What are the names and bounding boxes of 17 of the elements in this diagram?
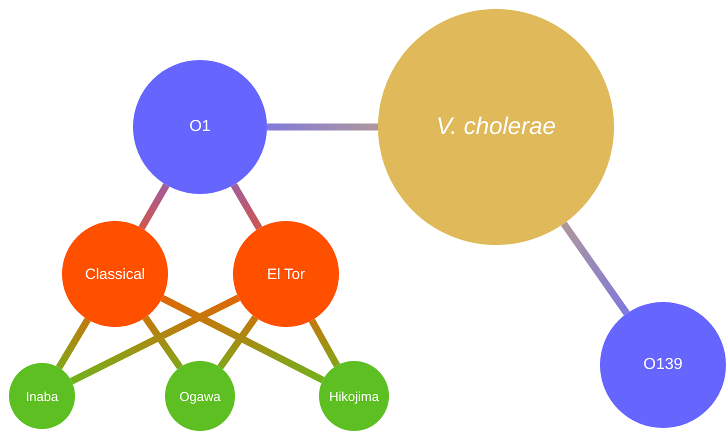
connector: [142, 315, 183, 370]
node-label: O139: [643, 356, 683, 374]
connector: [308, 318, 340, 368]
circle-node: [319, 361, 389, 431]
node-label: Classical: [84, 266, 145, 282]
connector: [230, 183, 262, 230]
node-label: Inaba: [26, 388, 58, 404]
connector: [160, 294, 324, 384]
node-label: V. cholerae: [436, 113, 556, 141]
node-label: El Tor: [266, 266, 306, 282]
node-label: Hikojima: [329, 388, 379, 404]
node-label: O1: [189, 118, 211, 136]
node-label: Ogawa: [179, 388, 221, 404]
connector: [56, 318, 91, 370]
connector: [560, 222, 630, 316]
connector: [138, 183, 170, 230]
connector: [267, 124, 378, 130]
